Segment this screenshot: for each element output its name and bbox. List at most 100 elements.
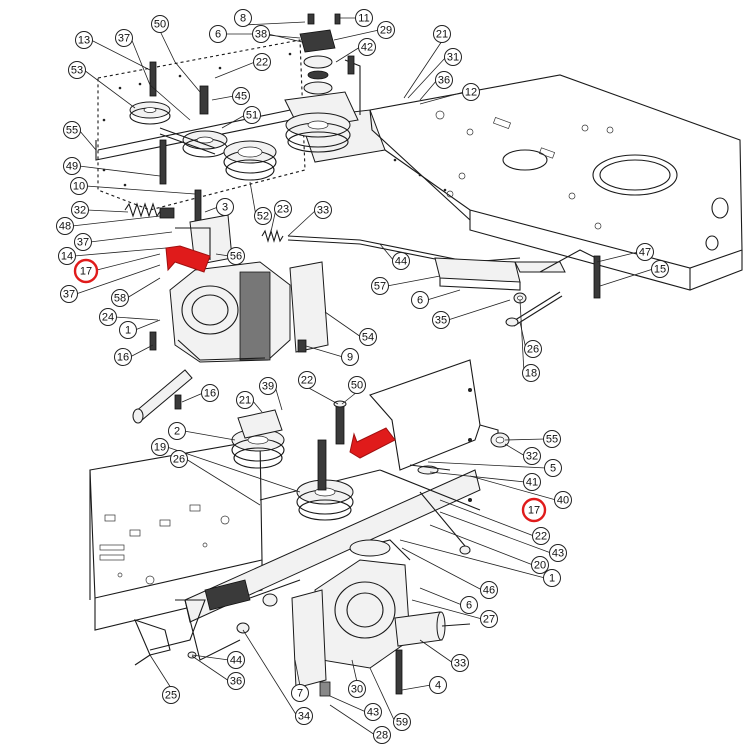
callout-bubble — [119, 321, 137, 339]
callout-label: 2 — [174, 426, 180, 438]
callout-bubble — [63, 121, 81, 139]
callout-4: 4 — [429, 676, 447, 694]
callout-bubble — [58, 247, 76, 265]
callout-label: 24 — [102, 312, 114, 324]
callout-bubble — [460, 596, 478, 614]
callout-label: 6 — [417, 295, 423, 307]
callout-label: 29 — [380, 25, 392, 37]
callout-bubble — [227, 651, 245, 669]
lower-bracket-right — [409, 432, 510, 555]
callout-12: 12 — [462, 83, 480, 101]
callout-bubble — [359, 328, 377, 346]
callout-35: 35 — [432, 311, 450, 329]
callout-label: 21 — [239, 395, 251, 407]
callout-3: 3 — [216, 198, 234, 216]
callout-bubble — [532, 527, 550, 545]
callout-bubble — [295, 707, 313, 725]
callout-bubble — [341, 348, 359, 366]
callout-53: 53 — [68, 61, 86, 79]
callout-23: 23 — [274, 200, 292, 218]
callout-37: 37 — [74, 233, 92, 251]
callout-label: 45 — [235, 91, 247, 103]
callout-label: 20 — [534, 560, 546, 572]
callout-label: 26 — [173, 454, 185, 466]
callout-20: 20 — [531, 556, 549, 574]
callout-label: 33 — [454, 658, 466, 670]
callout-label: 28 — [376, 730, 388, 742]
callout-label: 39 — [262, 381, 274, 393]
callout-bubble — [70, 177, 88, 195]
callout-36: 36 — [227, 672, 245, 690]
callout-44: 44 — [227, 651, 245, 669]
callout-bubble — [429, 676, 447, 694]
callout-label: 13 — [78, 35, 90, 47]
callout-label: 36 — [438, 75, 450, 87]
callout-15: 15 — [651, 260, 669, 278]
left-pulleys — [129, 61, 277, 231]
callout-bubble — [252, 25, 270, 43]
callout-10: 10 — [70, 177, 88, 195]
callout-22: 22 — [298, 371, 316, 389]
callout-label: 30 — [351, 684, 363, 696]
callout-50: 50 — [348, 376, 366, 394]
callout-bubble — [444, 48, 462, 66]
callout-bubble — [373, 726, 391, 744]
callout-bubble — [71, 201, 89, 219]
callout-label: 27 — [483, 614, 495, 626]
callout-bubble — [111, 289, 129, 307]
callout-label: 42 — [361, 42, 373, 54]
callout-bubble — [234, 9, 252, 27]
callout-28: 28 — [373, 726, 391, 744]
callout-label: 6 — [215, 29, 221, 41]
callout-bubble — [348, 680, 366, 698]
callout-16: 16 — [201, 384, 219, 402]
callout-50: 50 — [151, 15, 169, 33]
callout-6: 6 — [411, 291, 429, 309]
callout-label: 31 — [447, 52, 459, 64]
callout-label: 35 — [435, 315, 447, 327]
callout-label: 22 — [535, 531, 547, 543]
callout-label: 46 — [483, 585, 495, 597]
callout-label: 51 — [246, 110, 258, 122]
callout-29: 29 — [377, 21, 395, 39]
callout-bubble — [392, 252, 410, 270]
callout-label: 34 — [298, 711, 310, 723]
callout-label: 53 — [71, 65, 83, 77]
callout-32: 32 — [523, 447, 541, 465]
callout-56: 56 — [227, 247, 245, 265]
callout-bubble — [259, 377, 277, 395]
callout-51: 51 — [243, 106, 261, 124]
callout-17-highlighted: 17 — [521, 497, 547, 523]
callout-label: 16 — [204, 388, 216, 400]
callout-26: 26 — [524, 340, 542, 358]
callout-label: 7 — [297, 688, 303, 700]
callout-bubble — [451, 654, 469, 672]
callout-label: 21 — [436, 29, 448, 41]
callout-label: 1 — [549, 573, 555, 585]
callout-1: 1 — [119, 321, 137, 339]
callout-label: 15 — [654, 264, 666, 276]
callout-label: 8 — [240, 13, 246, 25]
callout-bubble — [75, 31, 93, 49]
callout-label: 26 — [527, 344, 539, 356]
callout-label: 36 — [230, 676, 242, 688]
callout-bubble — [480, 610, 498, 628]
callout-label: 5 — [550, 463, 556, 475]
pedal-assembly — [134, 579, 301, 666]
callout-label: 18 — [525, 368, 537, 380]
callout-label: 4 — [435, 680, 441, 692]
callout-label: 19 — [154, 442, 166, 454]
callout-label: 44 — [230, 655, 242, 667]
callout-label: 57 — [374, 281, 386, 293]
callout-22: 22 — [253, 53, 271, 71]
callout-36: 36 — [435, 71, 453, 89]
callout-bubble — [554, 491, 572, 509]
callout-label: 40 — [557, 495, 569, 507]
callout-31: 31 — [444, 48, 462, 66]
callout-label: 37 — [63, 289, 75, 301]
callout-19: 19 — [151, 438, 169, 456]
callout-bubble — [168, 422, 186, 440]
callout-43: 43 — [549, 544, 567, 562]
lower-pulleys — [231, 400, 354, 521]
